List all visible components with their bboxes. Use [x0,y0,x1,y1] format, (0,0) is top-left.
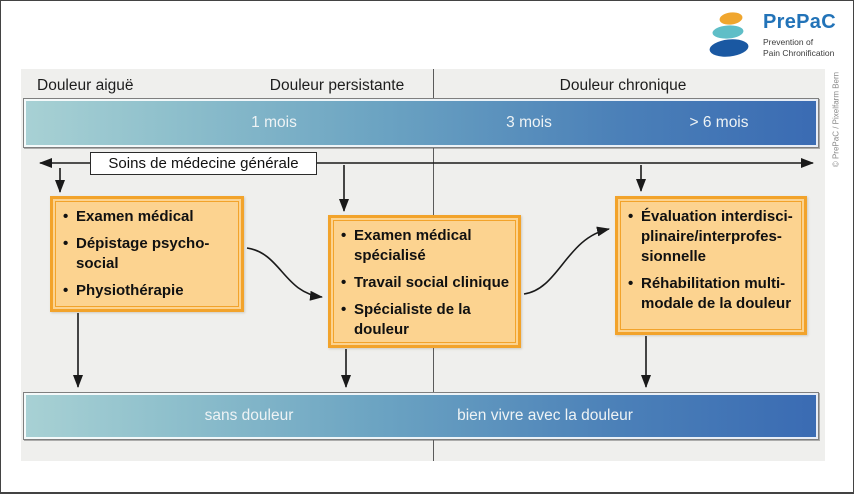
copyright-credit: © PrePaC / Pixelfarm Bern [831,71,841,168]
phase-label-chronic: Douleur chronique [559,77,687,94]
list-item: Travail social clinique [341,273,512,293]
list-item: Examen médical spécialisé [341,226,512,266]
list-item: Spécialiste de la douleur [341,300,512,340]
stage-box-persistent: Examen médical spécialisé Travail social… [328,215,521,348]
outcome-right-label: bien vivre avec la douleur [457,407,633,424]
logo-subtitle: Prevention of Pain Chronification [763,37,835,58]
outcome-bar: sans douleur bien vivre avec la douleur [23,392,819,440]
stage-box-chronic: Évaluation interdisci- plinaire/interpro… [615,196,807,335]
phase-label-persistent: Douleur persistante [269,77,405,94]
general-care-label-box: Soins de médecine générale [90,152,317,175]
persistent-measures-list: Examen médical spécialisé Travail social… [341,226,512,340]
list-item: Évaluation interdisci- plinaire/interpro… [628,207,798,267]
outcome-left-label: sans douleur [204,407,294,424]
list-item: Examen médical [63,207,235,227]
prepac-logo: PrePaC Prevention of Pain Chronification [703,10,836,58]
stage-box-acute: Examen médical Dépistage psycho- social … [50,196,244,312]
chronic-measures-list: Évaluation interdisci- plinaire/interpro… [628,207,798,314]
timeline-marker-3mois: 3 mois [506,114,552,131]
list-item: Dépistage psycho- social [63,234,235,274]
timeline-marker-6mois: > 6 mois [689,114,749,131]
general-care-label: Soins de médecine générale [108,155,299,172]
phase-label-acute: Douleur aiguë [37,77,134,94]
list-item: Physiothérapie [63,281,235,301]
timeline-bar: 1 mois 3 mois > 6 mois [23,98,819,148]
acute-measures-list: Examen médical Dépistage psycho- social … [63,207,235,301]
timeline-marker-1mois: 1 mois [251,114,297,131]
list-item: Réhabilitation multi- modale de la doule… [628,274,798,314]
stacked-stones-icon [709,12,749,57]
logo-wordmark: PrePaC [763,11,836,33]
logo-text: PrePaC Prevention of Pain Chronification [763,10,836,58]
